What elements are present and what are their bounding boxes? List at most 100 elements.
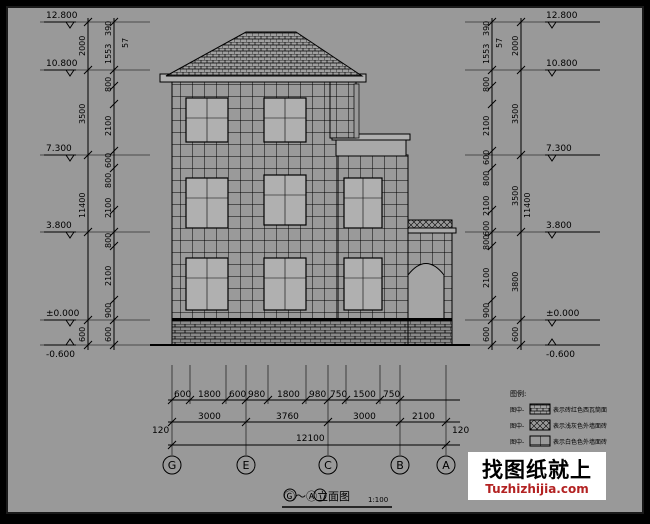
legend-item-3-text: 表示白色色外墙面砖: [553, 438, 607, 446]
elev-right-2: 10.800: [546, 59, 578, 69]
drawing-scale: 1:100: [368, 496, 388, 504]
axis-label-b: B: [396, 459, 404, 472]
bay-parapet: [335, 137, 407, 157]
building-elevation: [159, 31, 457, 346]
rdim-inner-3: 57: [495, 38, 504, 48]
rdim-inner-7: 800: [482, 171, 491, 186]
ldim-inner-1: 390: [104, 21, 113, 36]
annex-arch: [407, 263, 445, 321]
axis-grid: [171, 450, 447, 455]
hdim-r2-4: 2100: [412, 412, 435, 422]
elev-left-6: -0.600: [46, 350, 75, 360]
annex-plinth: [407, 319, 453, 346]
legend-item-2-text: 表示浅灰色外墙面砖: [553, 422, 607, 430]
axis-label-e: E: [243, 459, 250, 472]
legend-item-1-text: 表示砖红色西瓦筒面: [553, 406, 607, 414]
base-plinth: [171, 319, 409, 346]
hdim-r2-3: 3000: [353, 412, 376, 422]
elev-left-3: 7.300: [46, 144, 72, 154]
rdim-outer-2: 3500: [511, 104, 520, 124]
rdim-inner-11: 2100: [482, 268, 491, 288]
rdim-inner-13: 600: [482, 327, 491, 342]
ldim-inner-6: 600: [104, 153, 113, 168]
rdim-inner-8: 2100: [482, 196, 491, 216]
elev-right-4: 3.800: [546, 221, 572, 231]
watermark-box: 找图纸就上 Tuzhizhijia.com: [468, 452, 606, 500]
axis-label-g: G: [168, 459, 177, 472]
hdim-r2-2: 3760: [276, 412, 299, 422]
legend-item-1-prefix: 图中-: [510, 406, 524, 414]
legend-title: 图例:: [510, 389, 526, 398]
rdim-inner-6: 600: [482, 150, 491, 165]
legend-swatches: [529, 403, 551, 447]
ldim-inner-2: 1553: [104, 44, 113, 64]
hdim-edge-right: 120: [452, 426, 469, 436]
ldim-inner-3: 57: [121, 38, 130, 48]
ldim-inner-12: 600: [104, 327, 113, 342]
elev-left-5: ±0.000: [46, 309, 80, 319]
elev-right-1: 12.800: [546, 11, 578, 21]
axis-label-a: A: [442, 459, 450, 472]
downpipe: [353, 83, 360, 139]
upper-right-wall: [329, 79, 357, 139]
ldim-outer-3: 11400: [78, 193, 87, 218]
ldim-inner-5: 2100: [104, 116, 113, 136]
axis-bubbles: [162, 455, 456, 475]
watermark-url: Tuzhizhijia.com: [485, 482, 589, 496]
ldim-inner-11: 900: [104, 303, 113, 318]
elev-right-5: ±0.000: [546, 309, 580, 319]
ldim-inner-9: 800: [104, 233, 113, 248]
legend-swatch-grey: [529, 419, 551, 431]
hdim-r1-8: 1500: [353, 390, 376, 400]
rdim-outer-1: 2000: [511, 36, 520, 56]
elev-left-4: 3.800: [46, 221, 72, 231]
elev-left-2: 10.800: [46, 59, 78, 69]
rdim-inner-4: 800: [482, 77, 491, 92]
hdim-edge-left: 120: [152, 426, 169, 436]
hdim-total: 12100: [296, 434, 325, 444]
hdim-r1-6: 980: [309, 390, 326, 400]
ldim-inner-4: 800: [104, 77, 113, 92]
ldim-inner-7: 800: [104, 173, 113, 188]
rdim-outer-6: 600: [511, 327, 520, 342]
hdim-r1-5: 1800: [277, 390, 300, 400]
rdim-outer-4: 3500: [511, 186, 520, 206]
elev-right-3: 7.300: [546, 144, 572, 154]
hdim-r1-2: 1800: [198, 390, 221, 400]
rdim-inner-12: 900: [482, 303, 491, 318]
hdim-r1-7: 750: [330, 390, 347, 400]
rdim-inner-10: 800: [482, 235, 491, 250]
rdim-outer-3: 11400: [523, 193, 532, 218]
ldim-inner-8: 2100: [104, 198, 113, 218]
hdim-r1-3: 600: [229, 390, 246, 400]
hdim-r1-9: 750: [383, 390, 400, 400]
rdim-inner-2: 1553: [482, 44, 491, 64]
bottom-dimensions: [167, 365, 460, 450]
left-dimension-chain: [40, 17, 150, 350]
ldim-outer-1: 2000: [78, 36, 87, 56]
axis-label-c: C: [324, 459, 332, 472]
watermark-title: 找图纸就上: [482, 458, 592, 482]
hdim-r1-1: 600: [174, 390, 191, 400]
title-axis-a-icon: [313, 488, 327, 502]
legend-swatch-roof: [529, 403, 551, 415]
ldim-outer-2: 3500: [78, 104, 87, 124]
legend-item-3-prefix: 图中-: [510, 438, 524, 446]
legend-swatch-white: [529, 435, 551, 447]
hdim-r2-1: 3000: [198, 412, 221, 422]
rdim-inner-9: 600: [482, 221, 491, 236]
ldim-outer-4: 600: [78, 327, 87, 342]
elevation-markers: [44, 21, 600, 346]
hdim-r1-4: 980: [248, 390, 265, 400]
drawing-title: Ⓖ～Ⓐ立面图: [284, 489, 350, 503]
elev-right-6: -0.600: [546, 350, 575, 360]
rdim-inner-1: 390: [482, 21, 491, 36]
rdim-outer-5: 3800: [511, 272, 520, 292]
elev-left-1: 12.800: [46, 11, 78, 21]
title-axis-g-icon: [283, 488, 297, 502]
rdim-inner-5: 2100: [482, 116, 491, 136]
legend-item-2-prefix: 图中-: [510, 422, 524, 430]
ldim-inner-10: 2100: [104, 266, 113, 286]
